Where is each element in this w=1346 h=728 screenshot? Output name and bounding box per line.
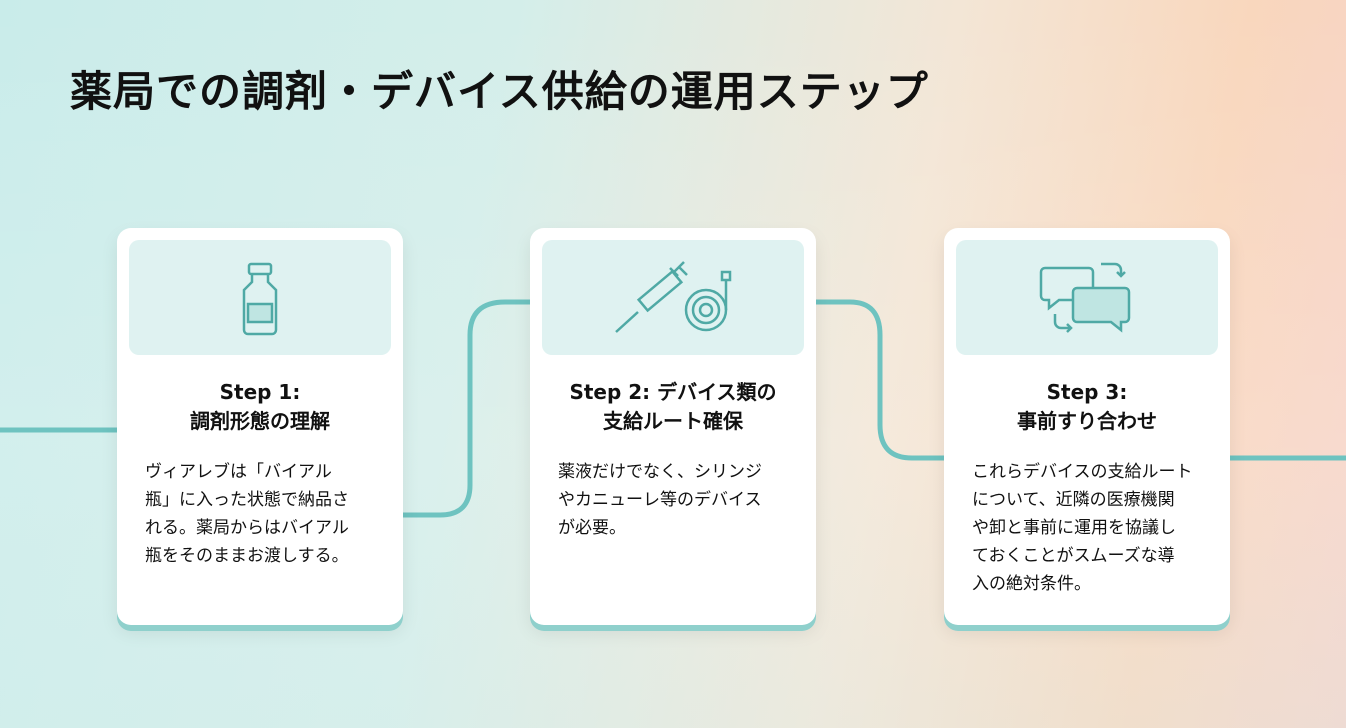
- step-body: これらデバイスの支給ルート について、近隣の医療機関 や卸と事前に運用を協議し …: [972, 458, 1210, 598]
- step-title-line: 支給ルート確保: [603, 409, 743, 433]
- step-card-2: Step 2: デバイス類の 支給ルート確保 薬液だけでなく、シリンジ やカニュ…: [530, 228, 816, 625]
- vial-icon: [242, 262, 278, 335]
- step-title-line: 調剤形態の理解: [190, 409, 330, 433]
- body-line: ておくことがスムーズな導: [972, 546, 1175, 566]
- body-line: や卸と事前に運用を協議し: [972, 518, 1176, 538]
- step-body: 薬液だけでなく、シリンジ やカニューレ等のデバイス が必要。: [558, 458, 796, 542]
- icon-panel: [542, 240, 804, 355]
- step-card-1: Step 1: 調剤形態の理解 ヴィアレブは「バイアル 瓶」に入った状態で納品さ…: [117, 228, 403, 625]
- body-line: ヴィアレブは「バイアル: [145, 462, 332, 482]
- body-line: これらデバイスの支給ルート: [972, 462, 1193, 482]
- page-title: 薬局での調剤・デバイス供給の運用ステップ: [70, 67, 929, 116]
- step-card-3: Step 3: 事前すり合わせ これらデバイスの支給ルート について、近隣の医療…: [944, 228, 1230, 625]
- body-line: が必要。: [558, 518, 626, 538]
- step-title: Step 1: 調剤形態の理解: [117, 378, 403, 436]
- body-line: 入の絶対条件。: [972, 574, 1091, 594]
- icon-panel: [129, 240, 391, 355]
- step-title-line: Step 2: デバイス類の: [569, 380, 777, 404]
- step-title: Step 3: 事前すり合わせ: [944, 378, 1230, 436]
- step-title-line: 事前すり合わせ: [1017, 409, 1157, 433]
- step-title-line: Step 3:: [1046, 380, 1128, 404]
- body-line: 瓶をそのままお渡しする。: [145, 546, 349, 566]
- step-title-line: Step 1:: [219, 380, 301, 404]
- body-line: やカニューレ等のデバイス: [558, 490, 762, 510]
- discussion-icon: [1039, 262, 1131, 333]
- step-title: Step 2: デバイス類の 支給ルート確保: [530, 378, 816, 436]
- icon-panel: [956, 240, 1218, 355]
- step-body: ヴィアレブは「バイアル 瓶」に入った状態で納品さ れる。薬局からはバイアル 瓶を…: [145, 458, 383, 570]
- body-line: について、近隣の医療機関: [972, 490, 1175, 510]
- body-line: 瓶」に入った状態で納品さ: [145, 490, 349, 510]
- syringe-cannula-icon: [615, 260, 732, 333]
- body-line: 薬液だけでなく、シリンジ: [558, 462, 762, 482]
- body-line: れる。薬局からはバイアル: [145, 518, 349, 538]
